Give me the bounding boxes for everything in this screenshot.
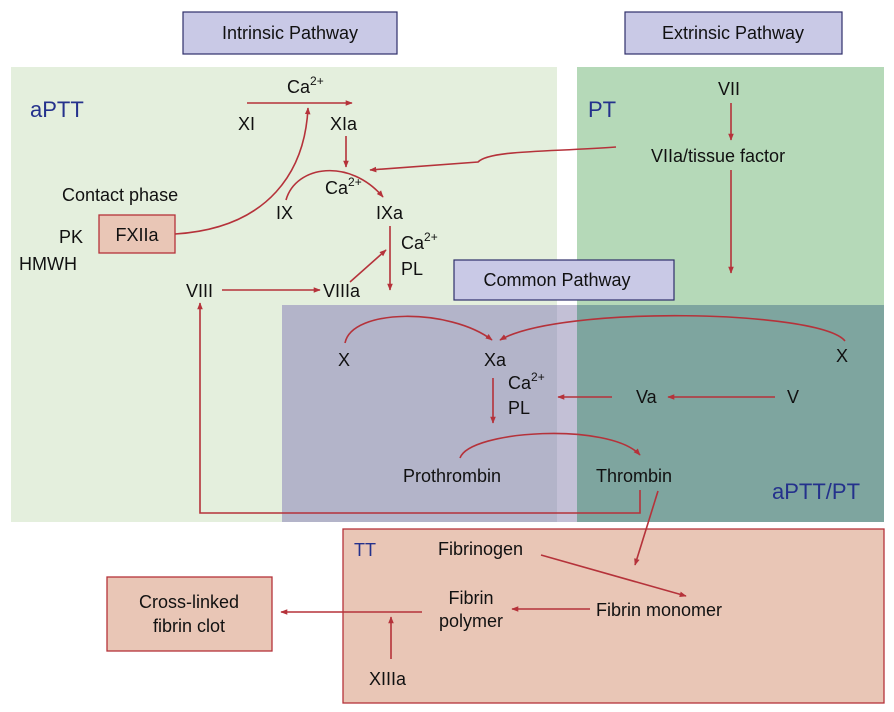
fxiia-box: FXIIa — [98, 214, 176, 254]
factor-vii: VII — [718, 79, 740, 99]
calcium-label-xa: Ca2+ — [508, 370, 545, 393]
factor-ixa: IXa — [376, 203, 404, 223]
arrow-thrombin-feedback-to-viii — [197, 302, 641, 514]
factor-viiia: VIIIa — [323, 281, 361, 301]
intrinsic-pathway-header: Intrinsic Pathway — [182, 11, 398, 55]
arrow-x-left-to-xa — [344, 315, 493, 344]
intrinsic-pathway-label: Intrinsic Pathway — [222, 23, 358, 43]
tt-region — [342, 528, 885, 704]
hmwh-label: HMWH — [19, 254, 77, 274]
factor-x-right: X — [836, 346, 848, 366]
prothrombin-label: Prothrombin — [403, 466, 501, 486]
aptt-pt-label: aPTT/PT — [772, 479, 860, 504]
calcium-label-ixa: Ca2+ — [401, 230, 438, 253]
pt-label: PT — [588, 97, 616, 122]
pk-label: PK — [59, 227, 83, 247]
phospholipid-label-xa: PL — [508, 398, 530, 418]
phospholipid-label-ixa: PL — [401, 259, 423, 279]
arrow-thrombin-to-tt — [634, 490, 659, 566]
cross-linked-clot-box: Cross-linked fibrin clot — [106, 576, 273, 652]
arrow-tissue-factor-to-ix-activation — [369, 146, 617, 173]
factor-xiiia: XIIIa — [369, 669, 407, 689]
common-pathway-label: Common Pathway — [483, 270, 630, 290]
factor-xia: XIa — [330, 114, 358, 134]
factor-xa: Xa — [484, 350, 507, 370]
factor-x-left: X — [338, 350, 350, 370]
arrow-x-right-to-xa — [499, 314, 846, 342]
factor-xi: XI — [238, 114, 255, 134]
factor-ix: IX — [276, 203, 293, 223]
common-extrinsic-overlap — [577, 305, 884, 522]
arrow-ix-to-ixa — [285, 169, 384, 201]
extrinsic-pathway-header: Extrinsic Pathway — [624, 11, 843, 55]
common-intrinsic-overlap — [557, 305, 577, 522]
contact-phase-label: Contact phase — [62, 185, 178, 205]
fibrin-polymer-label-line1: Fibrin — [448, 588, 493, 608]
calcium-label-mid: Ca2+ — [325, 175, 362, 198]
factor-viii: VIII — [186, 281, 213, 301]
fibrin-polymer-label-line2: polymer — [439, 611, 503, 631]
viia-tissue-factor: VIIa/tissue factor — [651, 146, 785, 166]
factor-v: V — [787, 387, 799, 407]
thrombin-label: Thrombin — [596, 466, 672, 486]
fxiia-label: FXIIa — [115, 225, 159, 245]
clot-label-line2: fibrin clot — [153, 616, 225, 636]
aptt-label: aPTT — [30, 97, 84, 122]
arrow-fibrinogen-to-monomer — [540, 554, 687, 597]
common-pathway-header: Common Pathway — [453, 259, 675, 301]
clot-label-line1: Cross-linked — [139, 592, 239, 612]
arrow-viiia-to-cofactor — [349, 249, 387, 283]
arrow-fxiia-to-xi-activation — [174, 107, 311, 235]
calcium-label-top: Ca2+ — [287, 74, 324, 97]
arrow-prothrombin-to-thrombin — [459, 432, 641, 459]
tt-label: TT — [354, 540, 376, 560]
fibrin-monomer-label: Fibrin monomer — [596, 600, 722, 620]
extrinsic-pathway-label: Extrinsic Pathway — [662, 23, 804, 43]
fibrinogen-label: Fibrinogen — [438, 539, 523, 559]
factor-va: Va — [636, 387, 658, 407]
arrows — [174, 100, 846, 659]
